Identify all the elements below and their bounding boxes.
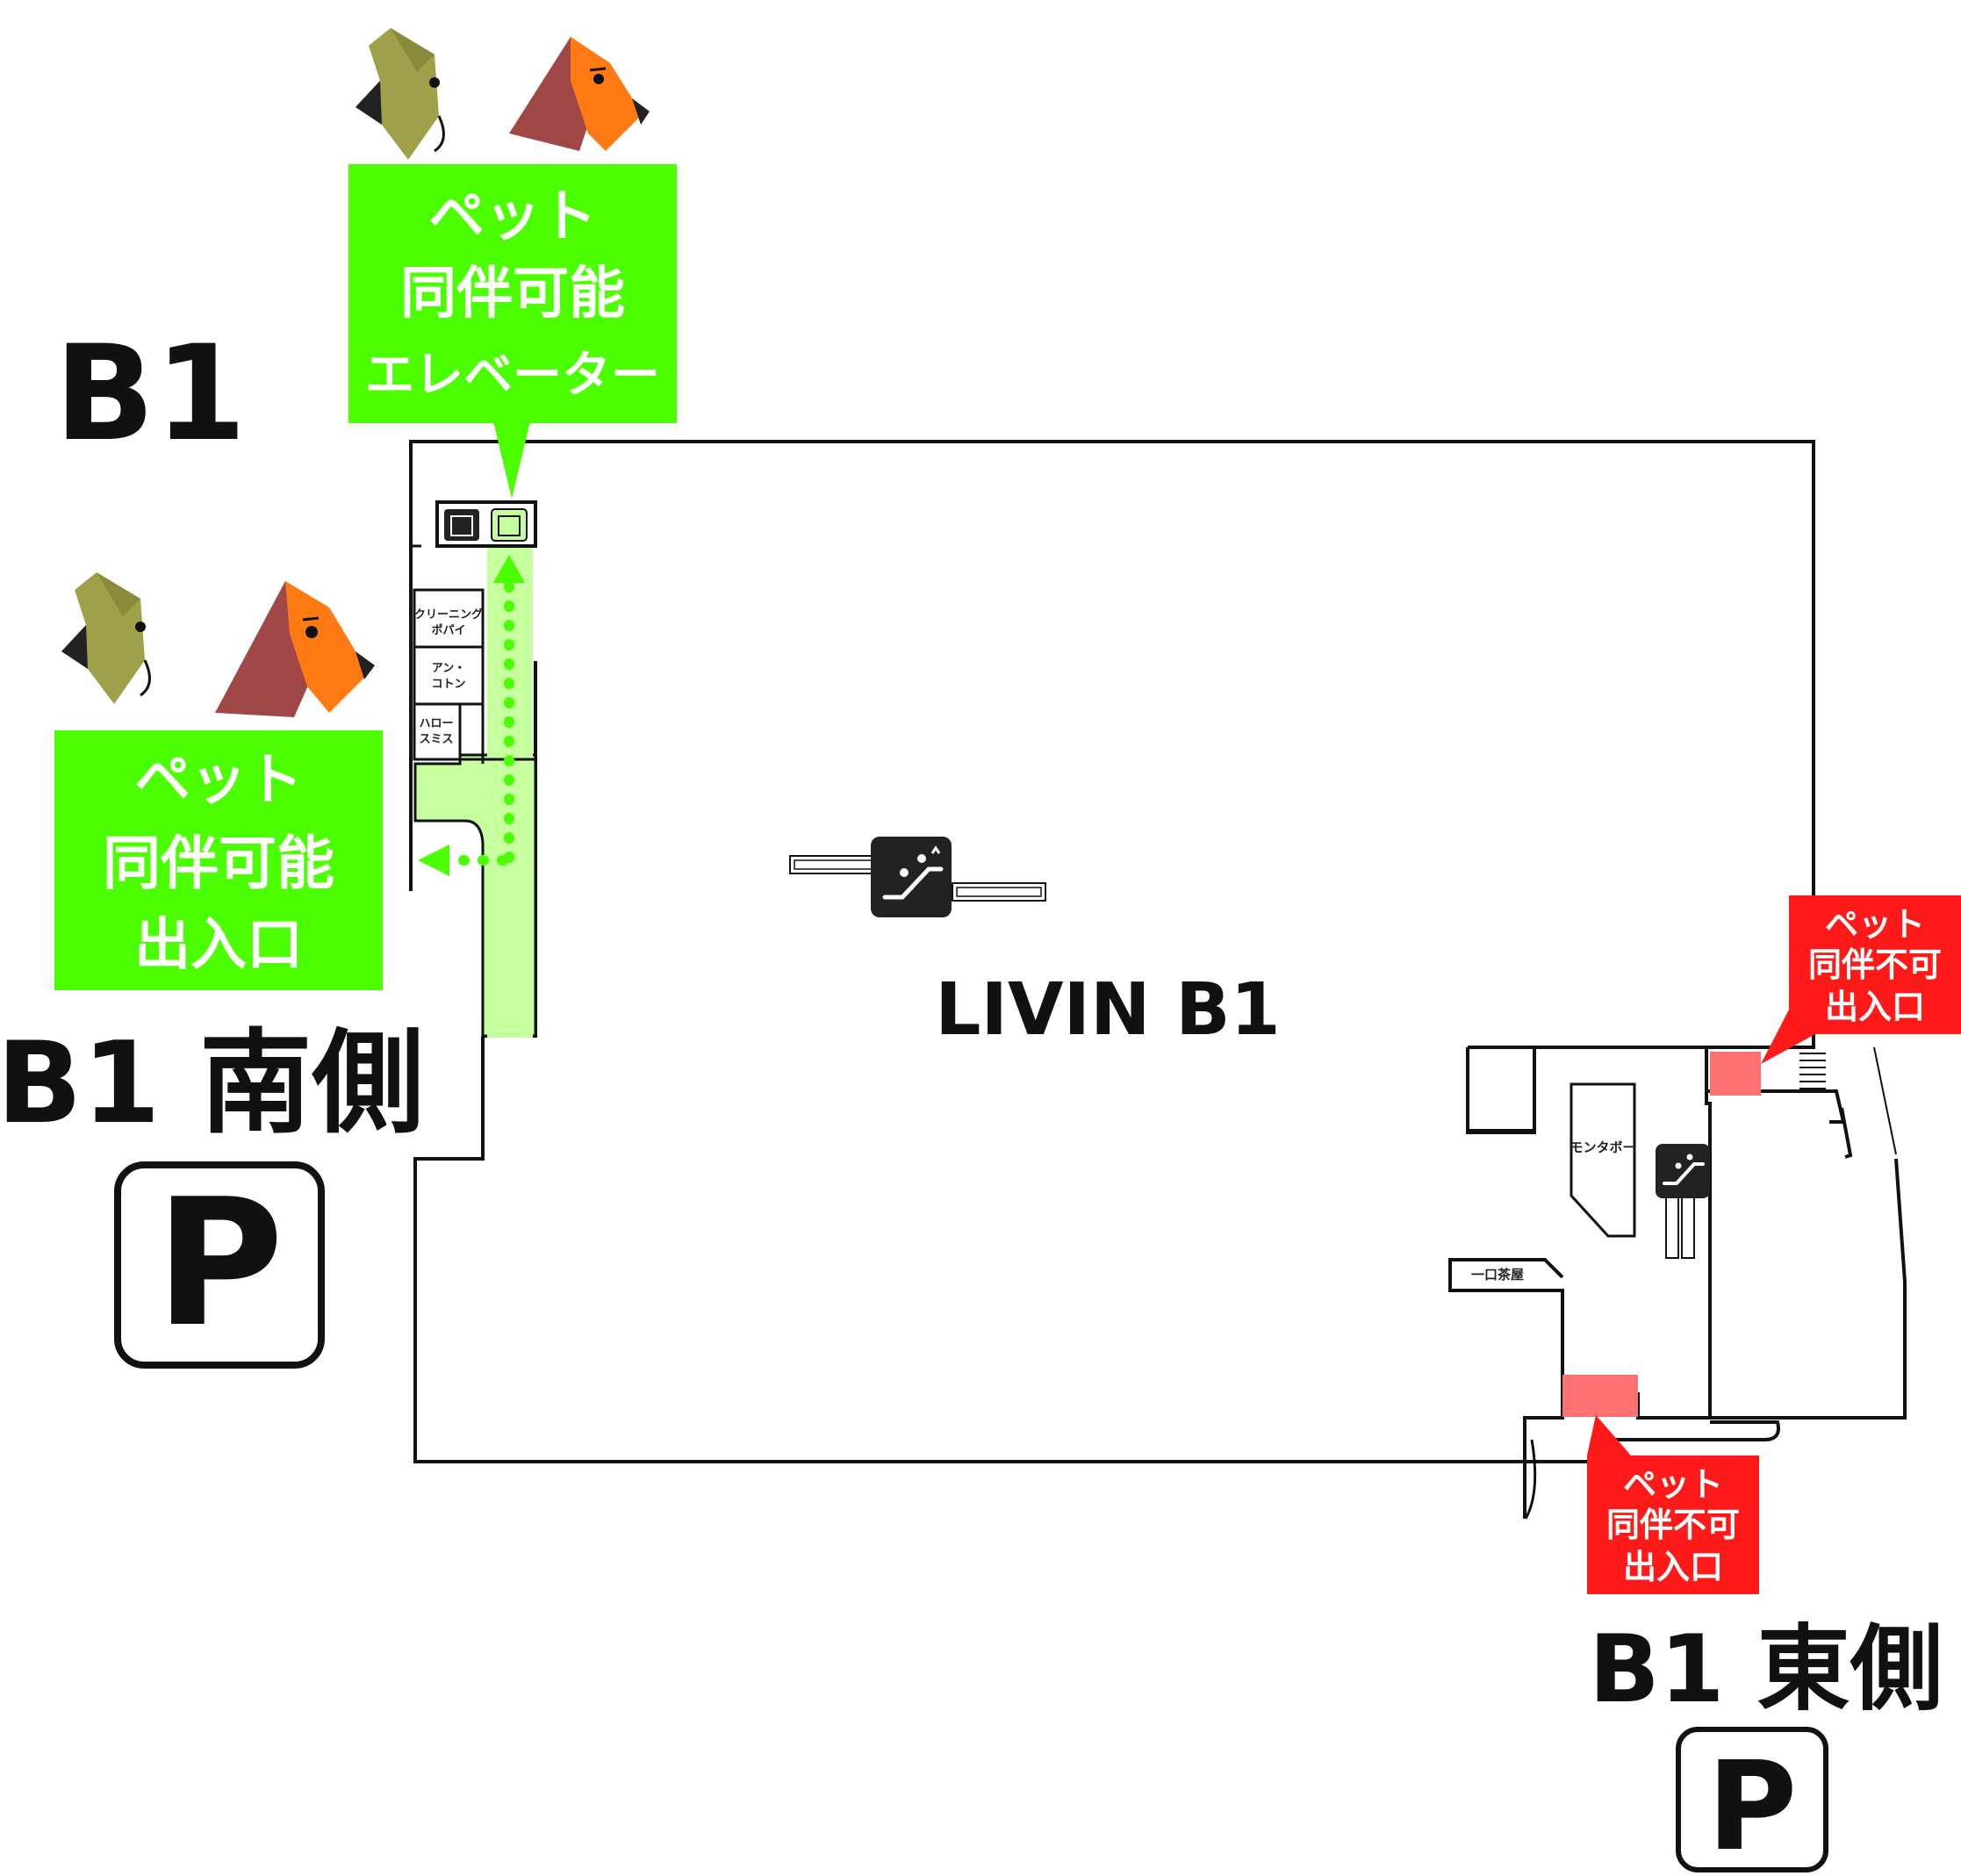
shop-label: コトン: [431, 678, 465, 691]
callout-line: 出入口: [134, 913, 303, 978]
no-pet-door-lower: [1562, 1375, 1638, 1417]
callout-line: 同伴可能: [400, 262, 625, 327]
elevator-bank: [435, 500, 537, 548]
shop-label: ハロー: [419, 717, 453, 730]
east-area-label: B1 東側: [1589, 1615, 1943, 1723]
shop-hello-smith: ハロー スミス: [419, 717, 453, 746]
shop-label: スミス: [419, 733, 453, 746]
east-passage-line: [1873, 1046, 1897, 1155]
callout-line: ペット: [134, 748, 303, 813]
escalator-icon: [1656, 1144, 1710, 1198]
pet-ng-callout-lower: ペット 同伴不可 出入口: [1587, 1415, 1759, 1594]
east-stair-outline: [1840, 1107, 1853, 1159]
shop-label: クリーニング: [414, 607, 483, 622]
shop-hitokuchi: 一口茶屋: [1471, 1267, 1524, 1283]
escalator-icon: [871, 837, 952, 917]
west-walls: [411, 544, 535, 764]
callout-line: ペット: [428, 184, 597, 249]
shop-an-cotton: アン・ コトン: [431, 662, 465, 691]
shop-label: 一口茶屋: [1471, 1267, 1524, 1283]
parking-icon: P: [114, 1161, 325, 1369]
east-walls: [1448, 1046, 1907, 1519]
callout-line: 同伴不可: [1606, 1506, 1740, 1544]
parking-sign: P: [155, 1161, 284, 1366]
shop-label: ポパイ: [431, 623, 465, 637]
callout-line: 出入口: [1623, 1548, 1723, 1586]
pet-ok-entrance-callout: ペット 同伴可能 出入口: [54, 730, 383, 990]
no-pet-door-upper: [1710, 1052, 1761, 1096]
east-curved-wall: [1524, 1439, 1537, 1520]
callout-line: 同伴可能: [103, 830, 334, 897]
central-escalator: [789, 837, 1046, 917]
dog-icon: [215, 581, 375, 717]
shop-cleaning-popeye: クリーニング ポパイ: [414, 607, 483, 637]
south-area-label: B1 南側: [0, 1018, 424, 1149]
dog-icon: [509, 37, 650, 151]
shop-label: モンタボー: [1570, 1139, 1635, 1155]
east-escalator: [1656, 1144, 1710, 1259]
pet-path-corridor: [487, 546, 533, 1038]
callout-line: ペット: [1825, 905, 1925, 944]
floor-title: B1: [54, 318, 247, 471]
pet-ok-elevator-callout: ペット 同伴可能 エレベーター: [348, 164, 677, 499]
pet-ng-callout-upper: ペット 同伴不可 出入口: [1761, 895, 1961, 1064]
east-stairs: [1799, 1053, 1826, 1089]
callout-line: エレベーター: [365, 347, 660, 404]
callout-line: 出入口: [1825, 988, 1925, 1026]
route-arrow-up: [493, 555, 525, 583]
building-outline: [409, 440, 1815, 1463]
shop-label: アン・: [432, 662, 465, 675]
shop-montabo: モンタボー: [1570, 1082, 1636, 1238]
dog-icon: [61, 572, 151, 704]
parking-icon: P: [1676, 1727, 1828, 1876]
callout-line: 同伴不可: [1808, 945, 1942, 984]
route-arrow-left: [418, 845, 449, 876]
store-name: LIVIN B1: [935, 968, 1280, 1052]
parking-sign: P: [1707, 1736, 1798, 1876]
pet-route: [418, 555, 525, 876]
dog-icon: [356, 28, 445, 160]
callout-line: ペット: [1623, 1465, 1723, 1504]
